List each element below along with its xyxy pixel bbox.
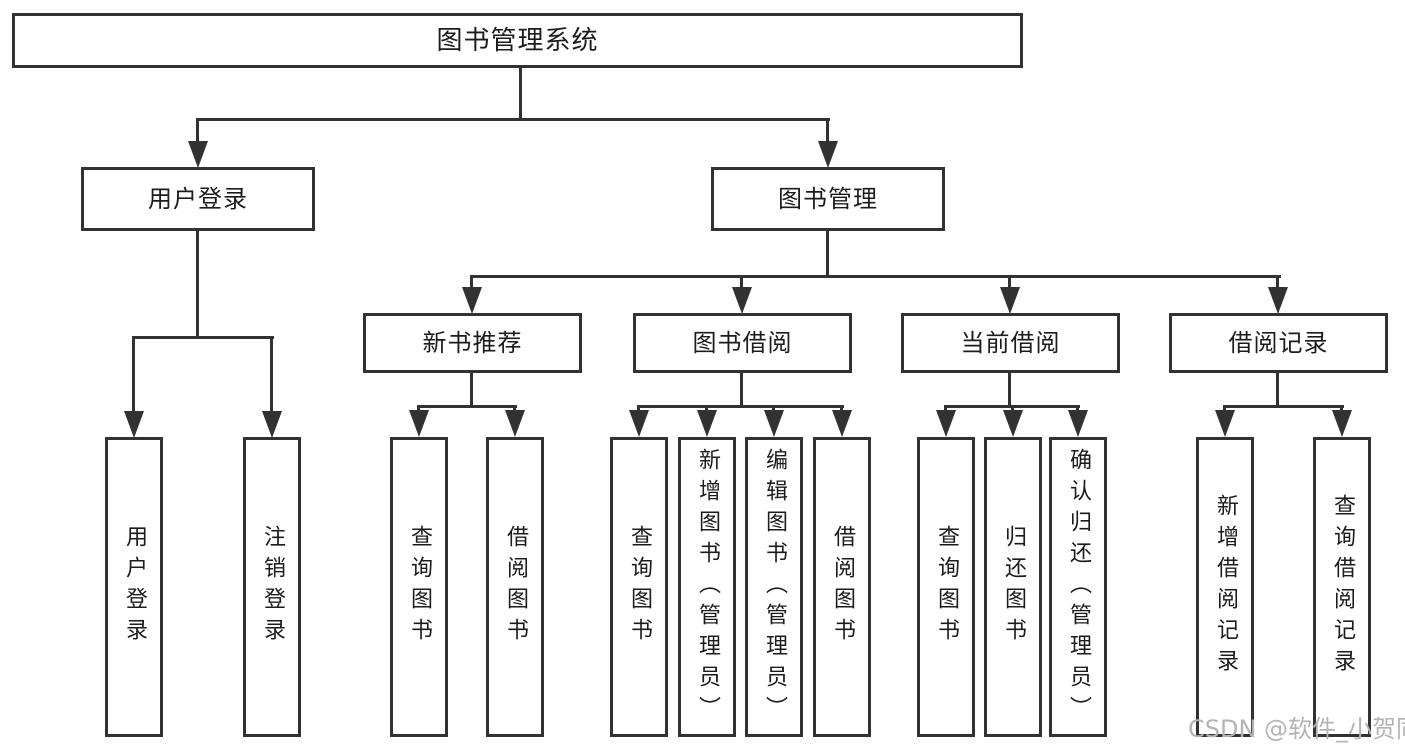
connector-stem xyxy=(1276,275,1279,293)
leaf-confirm-return-admin: 确认归还（管理员） xyxy=(1049,437,1107,737)
connector-stem xyxy=(1076,405,1079,414)
leaf-add-books-admin: 新增图书（管理员） xyxy=(678,437,736,737)
connector-trunk xyxy=(1276,370,1279,408)
connector-trunk xyxy=(470,370,473,408)
leaf-query-books-recommend: 查询图书 xyxy=(390,437,448,737)
leaf-logout: 注销登录 xyxy=(243,437,301,737)
connector-user-login-trunk xyxy=(196,229,199,339)
connector-stem xyxy=(944,405,947,414)
arrow-down-icon xyxy=(697,410,717,437)
arrow-down-icon xyxy=(832,410,852,437)
leaf-label: 借阅图书 xyxy=(503,525,528,649)
arrow-down-icon xyxy=(409,410,429,437)
leaf-return-books: 归还图书 xyxy=(984,437,1042,737)
node-label: 用户登录 xyxy=(148,185,248,213)
connector-trunk xyxy=(1008,370,1011,408)
node-label: 图书借阅 xyxy=(692,329,793,357)
leaf-query-borrow-record: 查询借阅记录 xyxy=(1313,437,1371,737)
leaf-label: 注销登录 xyxy=(260,525,285,649)
leaf-label: 用户登录 xyxy=(122,525,147,649)
connector-stem xyxy=(513,405,516,414)
leaf-borrow-books-borrowing: 借阅图书 xyxy=(813,437,871,737)
arrow-down-icon xyxy=(262,411,282,438)
arrow-down-icon xyxy=(1003,410,1023,437)
leaf-edit-books-admin: 编辑图书（管理员） xyxy=(745,437,803,737)
connector-root-split xyxy=(196,118,830,121)
arrow-down-icon xyxy=(1215,410,1235,437)
arrow-down-icon xyxy=(1268,287,1288,314)
connector-stem xyxy=(470,275,473,293)
leaf-borrow-books-recommend: 借阅图书 xyxy=(486,437,544,737)
leaf-label: 查询图书 xyxy=(934,525,959,649)
node-label: 当前借阅 xyxy=(960,329,1061,357)
node-user-login: 用户登录 xyxy=(81,167,315,231)
leaf-label: 查询图书 xyxy=(627,525,652,649)
connector-book-mgmt-trunk xyxy=(826,230,829,278)
arrow-down-icon xyxy=(1068,410,1088,437)
leaf-label: 查询借阅记录 xyxy=(1330,494,1355,680)
connector-trunk xyxy=(740,370,743,408)
node-current-borrowing: 当前借阅 xyxy=(901,313,1120,373)
leaf-user-login: 用户登录 xyxy=(105,437,163,737)
leaf-query-books-borrowing: 查询图书 xyxy=(610,437,668,737)
connector-book-mgmt-split xyxy=(470,275,1281,278)
connector-stem xyxy=(1011,405,1014,414)
node-book-management: 图书管理 xyxy=(711,167,945,231)
node-label: 图书管理系统 xyxy=(436,25,599,56)
connector-stem xyxy=(840,405,843,414)
leaf-label: 新增借阅记录 xyxy=(1213,494,1238,680)
arrow-down-icon xyxy=(764,410,784,437)
connector-stem xyxy=(1340,405,1343,414)
leaf-label: 借阅图书 xyxy=(830,525,855,649)
connector-split xyxy=(637,405,844,408)
connector-stem xyxy=(270,336,273,414)
connector-stem xyxy=(132,336,135,414)
connector-root-trunk xyxy=(519,66,522,121)
node-borrowing-records: 借阅记录 xyxy=(1169,313,1388,373)
connector-stem xyxy=(740,275,743,293)
arrow-down-icon xyxy=(1332,410,1352,437)
node-label: 新书推荐 xyxy=(422,329,523,357)
arrow-down-icon xyxy=(818,141,838,168)
arrow-down-icon xyxy=(1000,287,1020,314)
csdn-watermark: CSDN @软件_小贺同学 xyxy=(1188,715,1405,743)
node-book-borrowing: 图书借阅 xyxy=(633,313,852,373)
leaf-add-borrow-record: 新增借阅记录 xyxy=(1196,437,1254,737)
connector-stem xyxy=(637,405,640,414)
connector-stem xyxy=(1223,405,1226,414)
connector-user-login-split xyxy=(132,336,274,339)
arrow-down-icon xyxy=(124,411,144,438)
leaf-label: 确认归还（管理员） xyxy=(1066,447,1091,727)
connector-stem xyxy=(417,405,420,414)
connector-stem xyxy=(705,405,708,414)
connector-stem xyxy=(772,405,775,414)
leaf-label: 查询图书 xyxy=(407,525,432,649)
connector-split xyxy=(1223,405,1344,408)
node-label: 图书管理 xyxy=(778,185,878,213)
arrow-down-icon xyxy=(188,141,208,168)
connector-split xyxy=(417,405,517,408)
arrow-down-icon xyxy=(505,410,525,437)
connector-stem xyxy=(826,118,829,146)
leaf-query-books-current: 查询图书 xyxy=(917,437,975,737)
connector-stem xyxy=(196,118,199,146)
arrow-down-icon xyxy=(936,410,956,437)
node-label: 借阅记录 xyxy=(1228,329,1329,357)
arrow-down-icon xyxy=(462,287,482,314)
leaf-label: 新增图书（管理员） xyxy=(695,447,720,727)
leaf-label: 归还图书 xyxy=(1001,525,1026,649)
leaf-label: 编辑图书（管理员） xyxy=(762,447,787,727)
arrow-down-icon xyxy=(732,287,752,314)
connector-stem xyxy=(1008,275,1011,293)
arrow-down-icon xyxy=(629,410,649,437)
node-new-book-recommendation: 新书推荐 xyxy=(363,313,582,373)
node-library-management-system: 图书管理系统 xyxy=(12,13,1023,68)
